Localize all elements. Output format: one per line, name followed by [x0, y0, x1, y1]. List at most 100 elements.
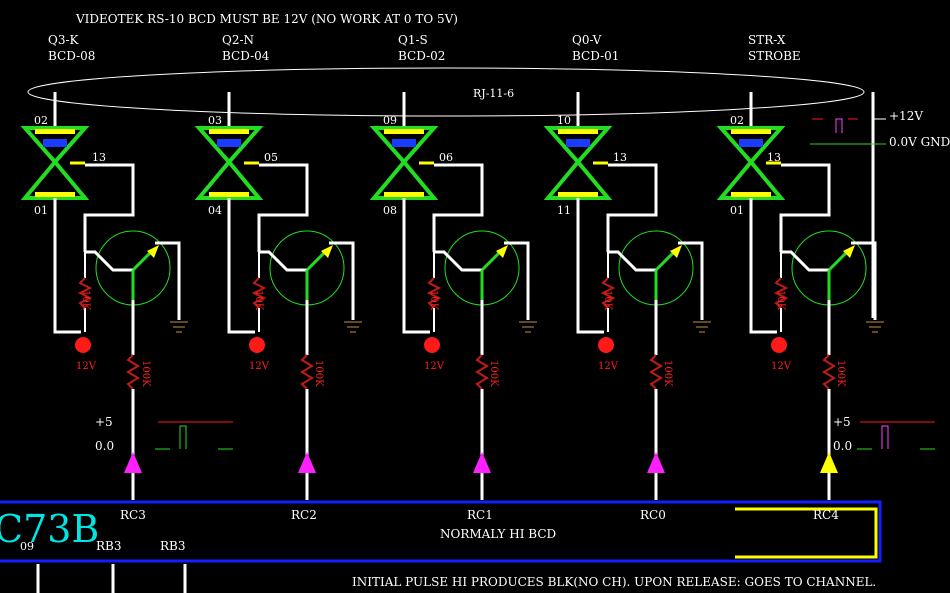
channel-3-transistor-base-wire — [434, 250, 482, 272]
channel-2-base-resistor-label: 10K — [253, 290, 264, 311]
channel-3-pin-bottom: 08 — [383, 204, 397, 217]
channel-1-opto-upper — [20, 126, 90, 166]
channel-5-opto-led-core — [739, 139, 763, 147]
connector-label: RJ-11-6 — [473, 87, 515, 100]
channel-1-led-label: 12V — [76, 361, 96, 372]
channel-5-transistor-base-wire — [781, 250, 829, 272]
channel-2-top-label: Q2-N — [222, 33, 255, 47]
channel-4-pin-bottom: 11 — [557, 204, 571, 217]
channel-3-collector-wire — [432, 163, 484, 252]
channel-1-input-arrow — [124, 452, 142, 473]
channel-4-opto-led-core — [566, 139, 590, 147]
channel-1-collector-wire — [83, 163, 135, 252]
channel-5-output-resistor-label: 100K — [835, 360, 846, 387]
channel-5-output-resistor — [822, 354, 836, 390]
schematic-title: VIDEOTEK RS-10 BCD MUST BE 12V (NO WORK … — [76, 12, 458, 26]
channel-1-base-resistor — [77, 277, 93, 309]
strobe-highlight-bracket — [735, 507, 878, 559]
channel-2-pin-side: 05 — [264, 151, 278, 164]
channel-2-led-loop — [227, 198, 255, 334]
channel-5-opto-upper — [716, 126, 786, 166]
channel-2-ground-wire — [329, 241, 355, 320]
channel-2-opto-upper — [194, 126, 264, 166]
microcontroller-block — [0, 500, 882, 563]
chip-rb3-b: RB3 — [160, 539, 186, 553]
pulse-right-pulse — [881, 425, 889, 449]
channel-3-pin-side: 06 — [439, 151, 453, 164]
channel-4-collector-wire — [606, 163, 658, 252]
channel-5-pin-top: 02 — [730, 114, 744, 127]
channel-1-transistor-base-wire — [85, 250, 133, 272]
channel-1-pin-side: 13 — [92, 151, 106, 164]
channel-3-output-resistor — [475, 354, 489, 390]
channel-2-opto-led-core — [217, 139, 241, 147]
channel-5-opto-top-bar — [731, 129, 771, 134]
channel-5-collector-wire — [779, 163, 831, 252]
channel-5-led — [771, 337, 787, 353]
channel-2-pin-bottom: 04 — [208, 204, 222, 217]
channel-5-led-label: 12V — [771, 361, 791, 372]
channel-3-opto-bottom-bar — [384, 192, 424, 197]
channel-4-base-resistor-label: 10K — [602, 290, 613, 311]
channel-3-led-label: 12V — [424, 361, 444, 372]
channel-2-led-label: 12V — [249, 361, 269, 372]
channel-2-output-resistor — [300, 354, 314, 390]
level-plus5-left: +5 — [95, 415, 113, 429]
channel-5-rc-label: RC4 — [813, 508, 839, 522]
channel-3-emitter-arrow — [496, 245, 508, 258]
channel-4-output-resistor — [649, 354, 663, 390]
rj11-connector-outline — [27, 67, 865, 117]
channel-4-base-resistor — [600, 277, 616, 309]
channel-4-emitter-arrow — [670, 245, 682, 258]
channel-1-pin-bottom: 01 — [34, 204, 48, 217]
power-12v-label: +12V — [889, 109, 923, 123]
channel-3-input-arrow — [473, 452, 491, 473]
channel-4-bcd-label: BCD-01 — [572, 49, 620, 63]
chip-note: NORMALY HI BCD — [440, 527, 557, 541]
channel-4-opto-upper — [543, 126, 613, 166]
level-zero-right: 0.0 — [833, 439, 853, 453]
channel-5-base-resistor — [773, 277, 789, 309]
channel-4-pin-top: 10 — [557, 114, 571, 127]
channel-2-output-resistor-label: 100K — [313, 360, 324, 387]
channel-2-rc-label: RC2 — [291, 508, 317, 522]
channel-1-output-resistor — [126, 354, 140, 390]
channel-2-input-arrow — [298, 452, 316, 473]
channel-3-ground-wire — [504, 241, 530, 320]
channel-3-opto-upper — [369, 126, 439, 166]
channel-3-led-loop — [402, 198, 430, 334]
channel-3-base-resistor — [426, 277, 442, 309]
level-zero-left: 0.0 — [95, 439, 115, 453]
channel-3-bcd-label: BCD-02 — [398, 49, 446, 63]
channel-4-transistor-base-wire — [608, 250, 656, 272]
channel-1-pin-top: 02 — [34, 114, 48, 127]
channel-4-opto-top-bar — [558, 129, 598, 134]
channel-2-collector-wire — [257, 163, 309, 252]
channel-1-opto-top-bar — [35, 129, 75, 134]
channel-4-opto-bottom-bar — [558, 192, 598, 197]
level-plus5-right: +5 — [833, 415, 851, 429]
channel-3-base-resistor-label: 10K — [428, 290, 439, 311]
channel-3-output-resistor-label: 100K — [488, 360, 499, 387]
channel-1-opto-led-core — [43, 139, 67, 147]
channel-3-led — [424, 337, 440, 353]
channel-5-pin-bottom: 01 — [730, 204, 744, 217]
channel-1-bcd-label: BCD-08 — [48, 49, 96, 63]
channel-5-input-arrow — [820, 452, 838, 473]
channel-2-base-resistor — [251, 277, 267, 309]
channel-1-ground-wire — [155, 241, 181, 320]
channel-2-pin-top: 03 — [208, 114, 222, 127]
channel-4-output-resistor-label: 100K — [662, 360, 673, 387]
channel-2-opto-top-bar — [209, 129, 249, 134]
channel-5-pin-side: 13 — [767, 151, 781, 164]
channel-2-opto-bottom-bar — [209, 192, 249, 197]
channel-1-led-loop — [53, 198, 81, 334]
channel-3-top-label: Q1-S — [398, 33, 428, 47]
channel-3-pin-top: 09 — [383, 114, 397, 127]
channel-1-emitter-arrow — [147, 245, 159, 258]
channel-4-pin-side: 13 — [613, 151, 627, 164]
channel-5-opto-bottom-bar — [731, 192, 771, 197]
chip-rb3-a: RB3 — [96, 539, 122, 553]
channel-3-opto-top-bar — [384, 129, 424, 134]
channel-2-led — [249, 337, 265, 353]
